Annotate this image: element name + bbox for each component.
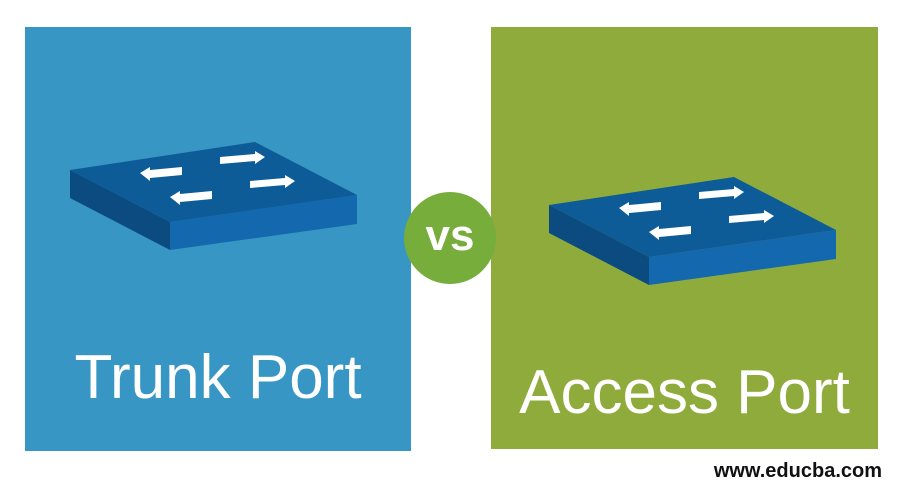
vs-badge: vs [404, 192, 496, 284]
network-switch-icon [549, 177, 836, 285]
website-url: www.educba.com [713, 460, 882, 482]
network-switch-icon [70, 142, 357, 250]
access-port-title: Access Port [519, 358, 850, 427]
trunk-port-panel: Trunk Port [25, 27, 411, 451]
access-port-panel: Access Port [491, 27, 878, 449]
trunk-port-title: Trunk Port [74, 343, 362, 412]
